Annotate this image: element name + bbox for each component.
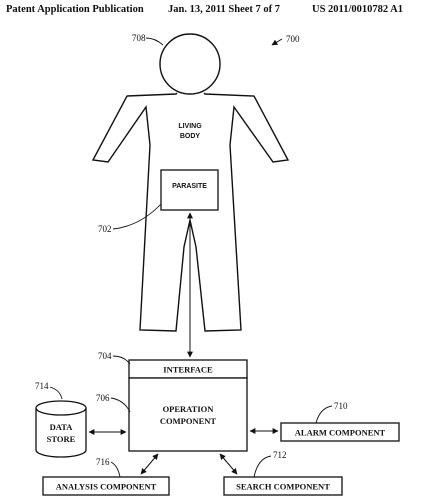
head-outline xyxy=(159,33,221,95)
operation-ref-leader xyxy=(110,397,131,413)
alarm-component-box xyxy=(280,422,400,442)
analysis-component-box xyxy=(42,476,170,496)
figure-ref-700: 700 xyxy=(286,34,300,44)
data-store-cylinder xyxy=(35,400,87,458)
alarm-ref-710: 710 xyxy=(334,401,348,411)
figure-ref-arrow xyxy=(271,38,283,46)
parasite-label: PARASITE xyxy=(172,183,207,190)
search-ref-leader xyxy=(253,455,272,478)
search-label: SEARCH COMPONENT xyxy=(236,482,330,492)
patent-number: US 2011/0010782 A1 xyxy=(312,4,404,15)
parasite-ref-leader xyxy=(112,203,162,230)
data-store-top xyxy=(35,400,87,416)
operation-label-line2: COMPONENT xyxy=(160,416,217,426)
operation-search-link xyxy=(219,453,238,475)
body-label-line1: LIVING xyxy=(178,123,202,130)
interface-ref-leader xyxy=(112,355,131,365)
datastore-label-line2: STORE xyxy=(47,434,76,444)
parasite-ref-702: 702 xyxy=(98,224,112,234)
datastore-label-line1: DATA xyxy=(50,422,74,432)
body-label-line2: BODY xyxy=(180,133,201,140)
operation-analysis-link xyxy=(140,453,159,475)
operation-label-line1: OPERATION xyxy=(163,404,215,414)
interface-label: INTERFACE xyxy=(163,365,213,375)
body-ref-leader xyxy=(145,37,164,46)
search-component-box xyxy=(223,476,343,496)
interface-ref-704: 704 xyxy=(98,351,112,361)
operation-component-box xyxy=(128,377,248,452)
parasite-box xyxy=(160,169,219,211)
date-sheet: Jan. 13, 2011 Sheet 7 of 7 xyxy=(168,4,281,15)
datastore-ref-leader xyxy=(49,386,63,400)
analysis-ref-716: 716 xyxy=(96,457,110,467)
alarm-label: ALARM COMPONENT xyxy=(295,428,386,438)
operation-ref-706: 706 xyxy=(96,393,110,403)
analysis-ref-leader xyxy=(110,461,121,478)
search-ref-712: 712 xyxy=(273,450,287,460)
analysis-label: ANALYSIS COMPONENT xyxy=(56,482,157,492)
publication-title: Patent Application Publication xyxy=(6,4,144,15)
datastore-ref-714: 714 xyxy=(35,381,49,391)
alarm-ref-leader xyxy=(315,405,333,424)
body-ref-708: 708 xyxy=(132,33,146,43)
data-store-body xyxy=(35,408,87,458)
